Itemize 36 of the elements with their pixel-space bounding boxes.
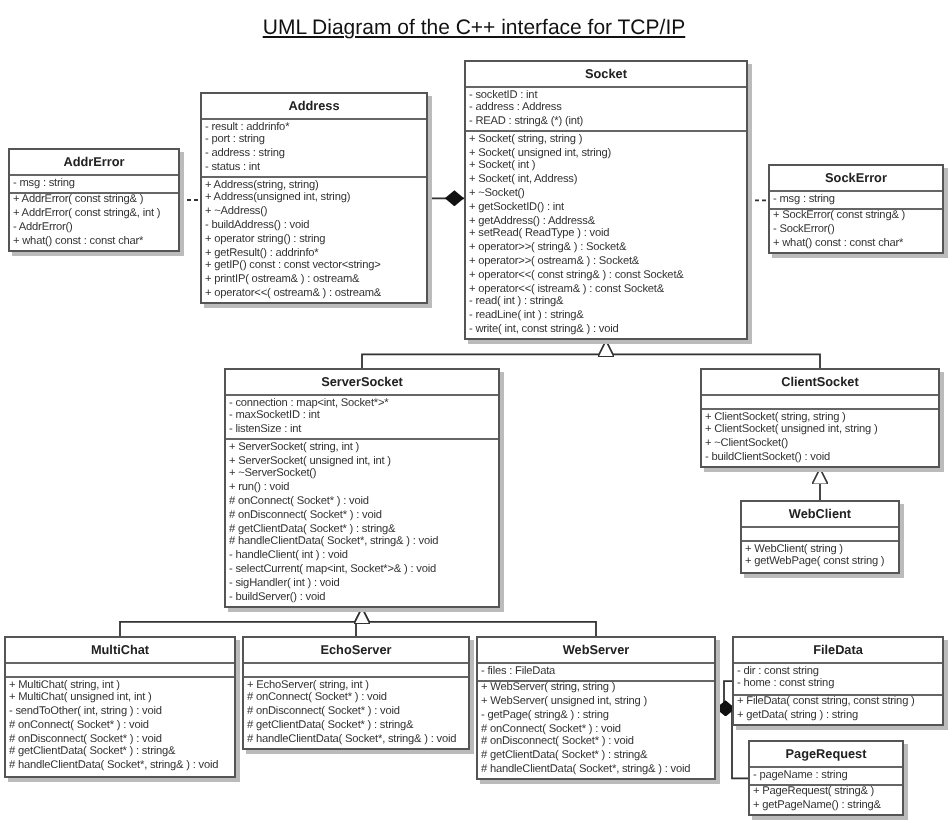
attribute-compartment bbox=[770, 190, 942, 208]
operation-compartment bbox=[734, 693, 942, 725]
operation-compartment bbox=[226, 438, 498, 606]
class-box bbox=[732, 636, 944, 727]
attribute-compartment bbox=[734, 662, 942, 694]
composition-connector bbox=[715, 700, 749, 780]
class-box bbox=[476, 636, 716, 781]
operation-compartment bbox=[742, 540, 898, 572]
generalization-arrow bbox=[811, 467, 829, 501]
operation-compartment bbox=[770, 207, 942, 253]
class-box bbox=[464, 60, 748, 341]
generalization-arrow bbox=[597, 339, 821, 369]
operation-compartment bbox=[6, 676, 234, 776]
class-box bbox=[748, 740, 904, 817]
class-box bbox=[224, 368, 500, 608]
class-box bbox=[8, 148, 180, 252]
attribute-compartment bbox=[750, 766, 902, 784]
operation-compartment bbox=[10, 191, 178, 250]
class-box bbox=[200, 92, 428, 305]
operation-compartment bbox=[750, 783, 902, 815]
diagram-title: UML Diagram of the C++ interface for TCP/IP bbox=[262, 16, 686, 40]
composition-connector bbox=[427, 190, 465, 207]
generalization-arrow bbox=[353, 607, 597, 637]
operation-compartment bbox=[244, 676, 468, 748]
operation-compartment bbox=[702, 408, 938, 467]
class-box bbox=[740, 500, 900, 574]
operation-compartment bbox=[466, 130, 746, 339]
attribute-compartment bbox=[466, 86, 746, 131]
class-box bbox=[4, 636, 236, 778]
operation-compartment bbox=[202, 176, 426, 303]
class-box bbox=[700, 368, 940, 469]
class-box bbox=[242, 636, 470, 750]
attribute-compartment bbox=[10, 174, 178, 192]
attribute-compartment bbox=[478, 662, 714, 680]
operation-compartment bbox=[478, 679, 714, 779]
class-box bbox=[768, 164, 944, 255]
